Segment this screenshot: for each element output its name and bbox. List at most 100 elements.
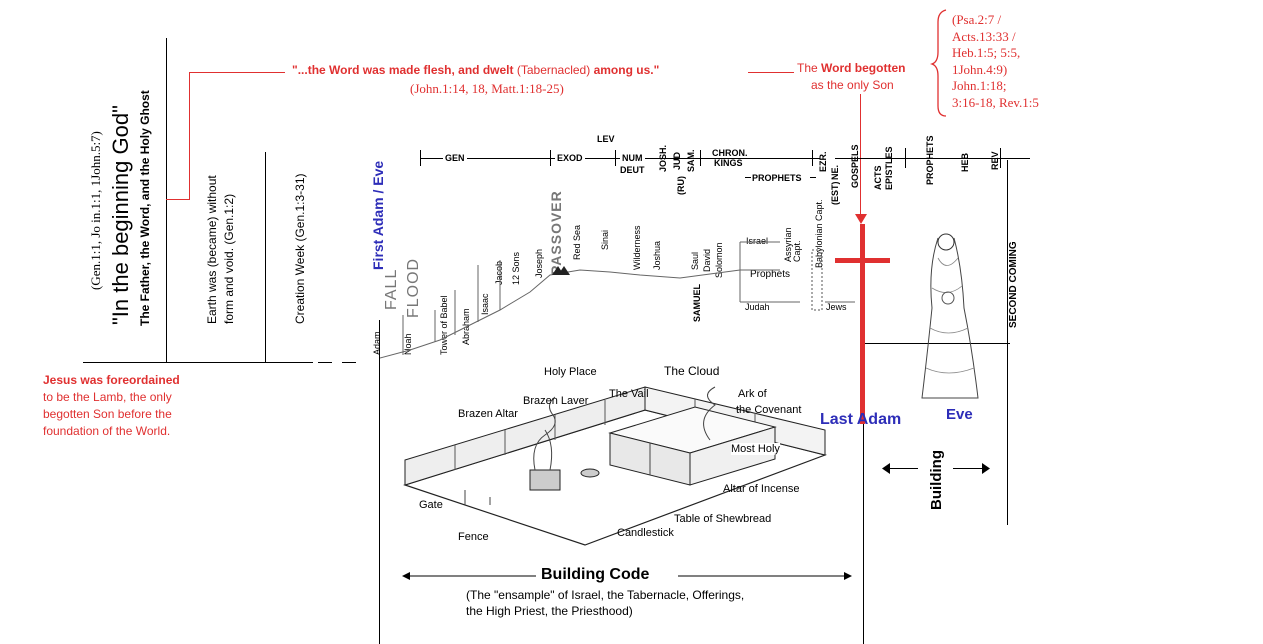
cross-base-line bbox=[863, 424, 864, 644]
building-code-arrow bbox=[402, 572, 852, 580]
tab-table-shewbread: Table of Shewbread bbox=[674, 513, 772, 525]
book-tick bbox=[420, 150, 421, 166]
building-label: Building bbox=[928, 450, 945, 510]
building-arrow-left bbox=[888, 468, 918, 469]
begotten-ref-1: (Psa.2:7 / bbox=[952, 12, 1002, 27]
word-begotten: The Word begotten bbox=[797, 61, 905, 75]
book-chron: CHRON. bbox=[712, 148, 748, 158]
last-adam-label: Last Adam bbox=[820, 411, 902, 428]
book-ezr: EZR. bbox=[818, 151, 828, 172]
in-the-beginning-title: "In the beginning God" bbox=[108, 105, 133, 325]
book-rev: REV bbox=[990, 151, 1000, 170]
book-gospels: GOSPELS bbox=[850, 144, 860, 188]
tab-fence: Fence bbox=[458, 531, 489, 543]
book-ru: (RU) bbox=[676, 176, 686, 195]
foreordained-line4: foundation of the World. bbox=[43, 424, 171, 438]
book-josh: JOSH. bbox=[658, 144, 668, 172]
tab-candlestick: Candlestick bbox=[617, 527, 674, 539]
book-deut: DEUT bbox=[620, 165, 645, 175]
cross-vertical bbox=[860, 224, 865, 424]
connector-v bbox=[189, 72, 190, 200]
book-tick bbox=[905, 148, 906, 168]
begotten-the: The bbox=[797, 61, 818, 75]
tab-ark-2: the Covenant bbox=[736, 404, 802, 416]
curly-brace bbox=[930, 9, 947, 117]
connector-begotten bbox=[748, 72, 794, 73]
book-exod: EXOD bbox=[555, 153, 585, 163]
tab-ark-1: Ark of bbox=[738, 388, 767, 400]
foreordained-line3: begotten Son before the bbox=[43, 407, 172, 421]
book-est: (EST) bbox=[830, 181, 840, 206]
begotten-arrow-line bbox=[860, 94, 861, 216]
begotten-ref-3: Heb.1:5; 5:5, bbox=[952, 45, 1021, 60]
begotten-ref-5: John.1:18; bbox=[952, 78, 1007, 93]
genesis-refs: (Gen.1:1, Jo in.1:1, 1John.5:7) bbox=[88, 131, 103, 290]
book-sam: SAM. bbox=[686, 149, 696, 173]
tab-altar-incense: Altar of Incense bbox=[723, 483, 800, 495]
word-flesh-quote-c: among us." bbox=[593, 63, 660, 77]
history-flow-lines bbox=[380, 241, 855, 359]
book-prophets: PROPHETS bbox=[752, 173, 802, 183]
cross-horizontal bbox=[835, 258, 890, 263]
begotten-word: Word begotten bbox=[821, 61, 906, 75]
book-jud: JUD bbox=[672, 151, 682, 170]
baseline-left bbox=[83, 362, 313, 363]
connector-h-top bbox=[189, 72, 285, 73]
foreordained-line1: Jesus was foreordained bbox=[43, 373, 180, 387]
book-gen: GEN bbox=[443, 153, 467, 163]
book-acts: ACTS bbox=[873, 165, 883, 191]
begotten-ref-2: Acts.13:33 / bbox=[952, 28, 1016, 44]
book-tick bbox=[812, 150, 813, 166]
book-epistles: EPISTLES bbox=[884, 146, 894, 190]
eve-label: Eve bbox=[946, 406, 973, 423]
church-age-line bbox=[865, 343, 1010, 344]
tab-gate: Gate bbox=[419, 499, 443, 511]
earth-void-text: Earth was (became) without bbox=[205, 175, 219, 324]
divider-beginning bbox=[166, 38, 167, 363]
tab-brazen-laver: Brazen Laver bbox=[523, 395, 589, 407]
second-coming: SECOND COMING bbox=[1008, 241, 1019, 328]
prophets-bar bbox=[810, 177, 816, 178]
building-arrowhead-left bbox=[882, 463, 890, 474]
tab-most-holy: Most Holy bbox=[731, 443, 780, 455]
prophets-bar bbox=[745, 177, 751, 178]
baseline-dash-2 bbox=[342, 362, 356, 363]
event-israel: Israel bbox=[746, 236, 769, 246]
tab-holy-place: Holy Place bbox=[544, 366, 597, 378]
begotten-ref-6: 3:16-18, Rev.1:5 bbox=[952, 94, 1039, 110]
building-code-line1: (The "ensample" of Israel, the Tabernacl… bbox=[466, 588, 745, 602]
earth-void-text-2: form and void. (Gen.1:2) bbox=[222, 193, 236, 324]
book-prophets-2: PROPHETS bbox=[925, 135, 935, 185]
divider-earth bbox=[265, 152, 266, 363]
begotten-refs: (Psa.2:7 / Acts.13:33 / Heb.1:5; 5:5, 1J… bbox=[952, 12, 1039, 111]
book-num: NUM bbox=[620, 153, 645, 163]
event-jews: Jews bbox=[826, 302, 847, 312]
word-flesh-quote-a: "...the Word was made flesh, and dwelt bbox=[292, 63, 514, 77]
book-tick bbox=[550, 150, 551, 166]
book-kings: KINGS bbox=[714, 158, 743, 168]
connector-h-low bbox=[166, 199, 190, 200]
book-tick bbox=[700, 150, 701, 166]
creation-week-text: Creation Week (Gen.1:3-31) bbox=[293, 173, 307, 324]
begotten-ref-4: 1John.4:9) bbox=[952, 61, 1008, 77]
book-tick bbox=[1000, 148, 1001, 168]
book-strip-line-2 bbox=[835, 158, 1030, 159]
tabernacle-drawing bbox=[403, 386, 828, 546]
begotten-arrowhead bbox=[855, 214, 867, 224]
book-ne: NE. bbox=[830, 164, 840, 180]
book-lev: LEV bbox=[597, 134, 615, 144]
word-flesh-quote-b: (Tabernacled) bbox=[516, 63, 591, 77]
begotten-as-son: as the only Son bbox=[811, 78, 894, 92]
tab-the-cloud: The Cloud bbox=[664, 364, 720, 378]
building-arrowhead-right bbox=[982, 463, 990, 474]
building-arrow-right bbox=[953, 468, 983, 469]
foreordained-line2: to be the Lamb, the only bbox=[43, 390, 172, 404]
tab-brazen-altar: Brazen Altar bbox=[458, 408, 518, 420]
timeline-start-line bbox=[379, 320, 380, 644]
building-code-line2: the High Priest, the Priesthood) bbox=[466, 604, 633, 618]
second-coming-line bbox=[1007, 160, 1008, 525]
book-heb: HEB bbox=[960, 152, 970, 172]
baseline-dash-1 bbox=[318, 362, 332, 363]
trinity-text: The Father, the Word, and the Holy Ghost bbox=[138, 90, 152, 326]
book-tick bbox=[615, 150, 616, 166]
